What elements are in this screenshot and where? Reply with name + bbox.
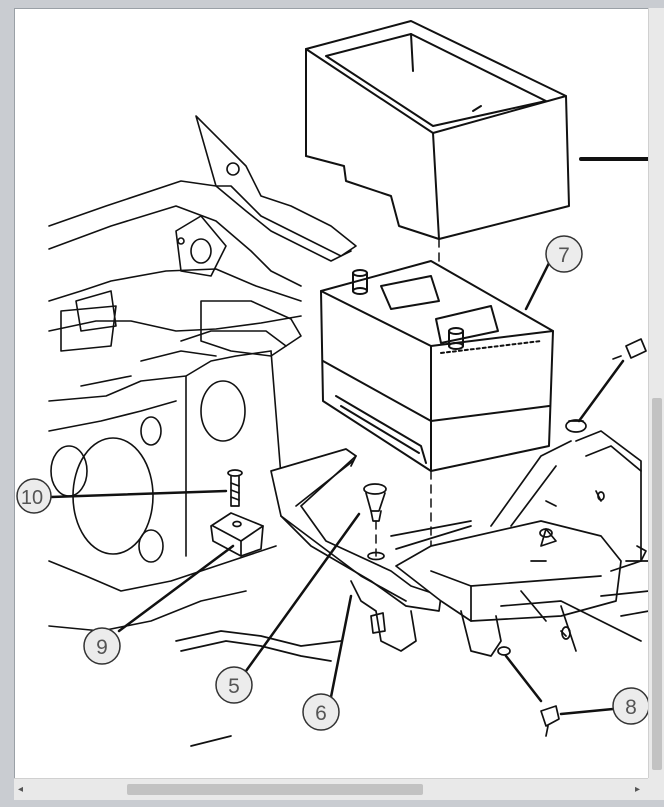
callout-9: 9 (83, 627, 121, 665)
callout-10-label: 10 (21, 487, 43, 509)
body-structure (48, 115, 357, 632)
vertical-scrollbar[interactable] (648, 8, 664, 778)
callout-10: 10 (16, 478, 52, 514)
scroll-right-icon[interactable]: ▸ (635, 784, 641, 795)
battery-tray (270, 430, 649, 657)
callout-6: 6 (302, 693, 340, 731)
callout-5-label: 5 (228, 675, 240, 698)
battery-installation-diagram: 7 10 9 5 6 8 (16, 20, 649, 747)
callout-7: 7 (545, 235, 583, 273)
alignment-guides (375, 238, 440, 557)
battery-cable (175, 580, 417, 747)
scroll-left-icon[interactable]: ◂ (18, 784, 24, 795)
callout-6-label: 6 (315, 702, 327, 725)
horizontal-scrollbar[interactable]: ◂ ▸ (14, 778, 648, 801)
window-left-frame (0, 0, 14, 807)
callout-7-label: 7 (558, 244, 570, 267)
horizontal-scroll-thumb[interactable] (127, 784, 423, 795)
bolt-and-bracket (210, 469, 264, 557)
window-top-frame (0, 0, 664, 8)
scrollbar-corner (648, 778, 664, 800)
leader-lines (49, 261, 625, 716)
window-bottom-frame (0, 800, 664, 807)
callout-8-label: 8 (625, 696, 637, 719)
battery (320, 260, 554, 472)
fasteners (497, 338, 647, 737)
vertical-scroll-thumb[interactable] (652, 398, 662, 770)
callout-8: 8 (612, 687, 649, 725)
image-viewport: 7 10 9 5 6 8 (14, 8, 649, 779)
callout-9-label: 9 (96, 636, 108, 659)
callout-5: 5 (215, 666, 253, 704)
push-pin (363, 483, 387, 561)
battery-thermal-box (305, 20, 649, 240)
